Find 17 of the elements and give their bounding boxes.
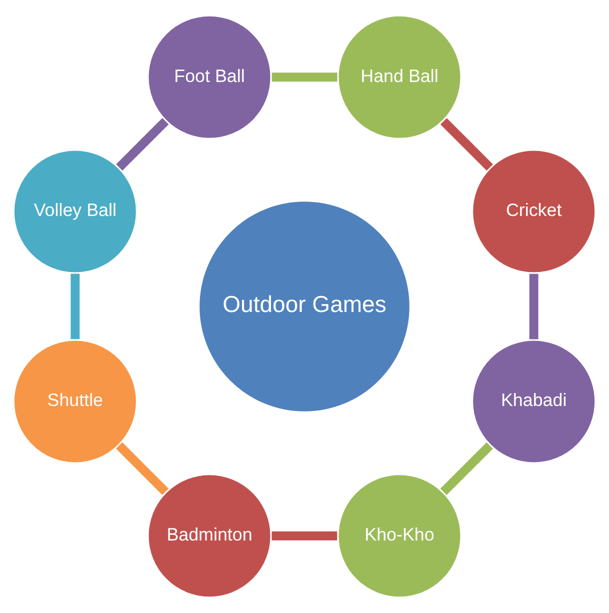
- connector: [529, 274, 538, 340]
- node-circle: Hand Ball: [336, 14, 463, 140]
- connector: [272, 72, 338, 82]
- node-circle: Khabadi: [470, 338, 598, 465]
- connector: [272, 531, 338, 540]
- node-circle: Kho-Kho: [336, 472, 463, 600]
- connector: [116, 118, 169, 171]
- node-circle: Outdoor Games: [197, 199, 412, 414]
- connector: [70, 274, 80, 340]
- connector: [440, 442, 493, 496]
- node-circle: Shuttle: [12, 338, 138, 465]
- connector: [440, 118, 493, 171]
- node-circle: Volley Ball: [12, 148, 138, 275]
- node-circle: Cricket: [470, 148, 598, 275]
- connector: [116, 442, 169, 495]
- node-circle: Foot Ball: [146, 14, 273, 140]
- node-circle: Badminton: [146, 472, 273, 600]
